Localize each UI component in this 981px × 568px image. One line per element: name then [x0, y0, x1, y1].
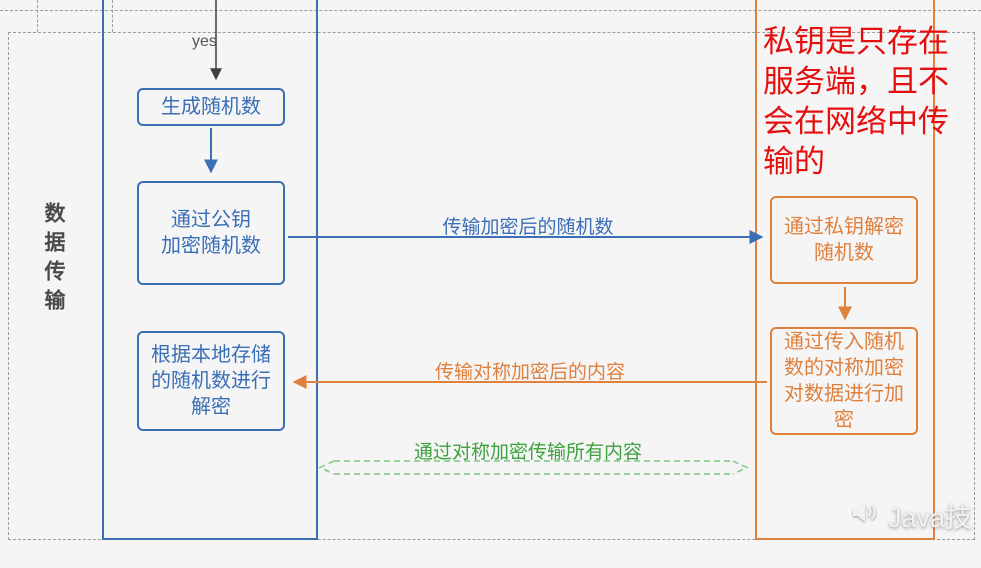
symmetric-content-label: 传输对称加密后的内容 — [434, 362, 626, 383]
node-symmetric-encrypt-data: 通过传入随机 数的对称加密 对数据进行加 密 — [770, 327, 918, 435]
private-key-annotation: 私钥是只存在 服务端，且不 会在网络中传 输的 — [763, 24, 949, 179]
node-encrypt-with-public-key: 通过公钥 加密随机数 — [137, 181, 285, 285]
megaphone-icon — [849, 496, 881, 535]
symmetric-channel-label: 通过对称加密传输所有内容 — [413, 442, 643, 463]
node-decrypt-with-private-key: 通过私钥解密 随机数 — [770, 196, 918, 284]
node-decrypt-with-local-random: 根据本地存储 的随机数进行 解密 — [137, 331, 285, 431]
client-lane — [102, 0, 318, 540]
column-divider-right — [112, 0, 113, 32]
phase-divider-top — [0, 10, 981, 11]
phase-boundary — [8, 32, 975, 540]
watermark-text: Java技 — [888, 503, 973, 533]
encrypted-random-label: 传输加密后的随机数 — [442, 217, 614, 238]
watermark: Java技 — [849, 496, 972, 535]
column-divider-left — [37, 0, 38, 32]
server-lane — [755, 0, 935, 540]
yes-branch-label: yes — [192, 33, 217, 50]
node-generate-random: 生成随机数 — [137, 88, 285, 126]
phase-label: 数据传输 — [42, 202, 65, 318]
